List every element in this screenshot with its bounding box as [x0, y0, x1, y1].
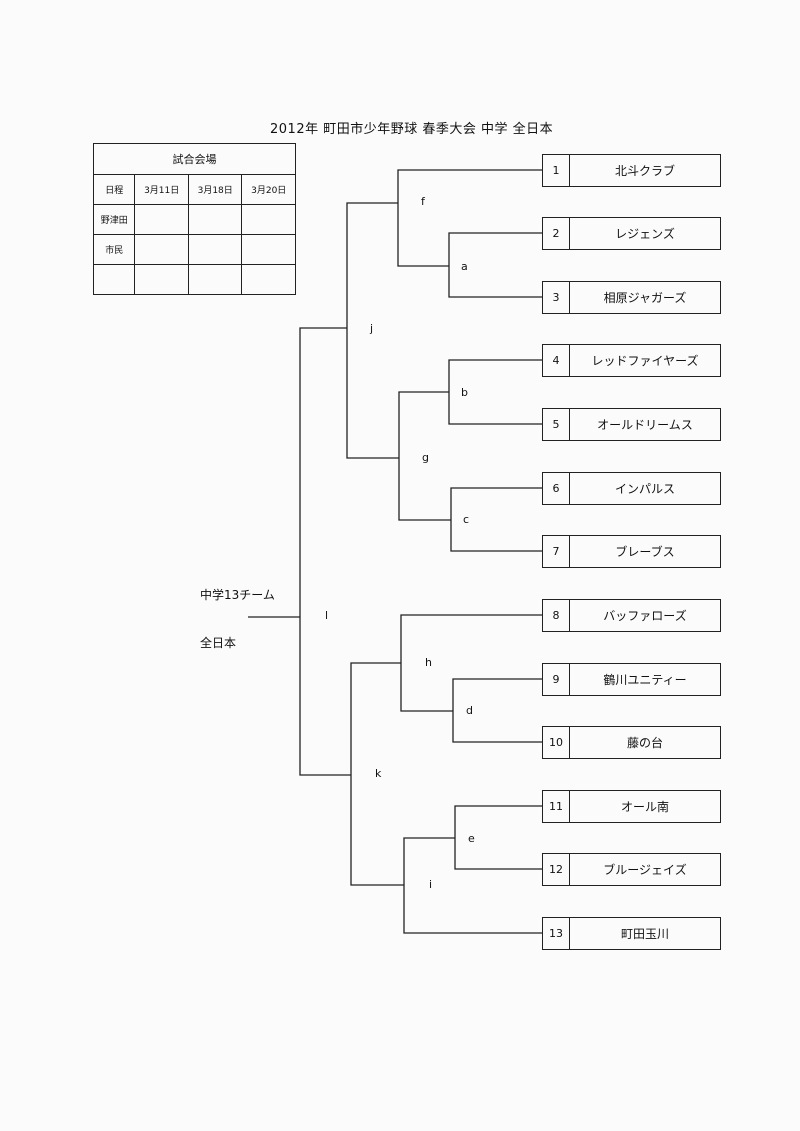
venue-table: 試合会場 日程 3月11日 3月18日 3月20日 野津田 市民 — [92, 143, 296, 295]
team-number: 6 — [543, 473, 570, 504]
team-number: 7 — [543, 536, 570, 567]
division-label: 中学13チーム — [200, 588, 275, 602]
venue-cell — [241, 234, 296, 265]
match-label-k: k — [375, 767, 382, 780]
team-number: 5 — [543, 409, 570, 440]
match-label-d: d — [466, 704, 473, 717]
bracket-line-j — [346, 202, 399, 459]
venue-cell — [187, 264, 243, 295]
team-entry: 1 北斗クラブ — [542, 154, 721, 187]
team-entry: 8 バッファローズ — [542, 599, 721, 632]
team-entry: 10 藤の台 — [542, 726, 721, 759]
tournament-label: 全日本 — [200, 636, 237, 650]
venue-table-heading: 試合会場 — [93, 143, 296, 175]
team-name: 藤の台 — [626, 736, 663, 750]
team-number: 4 — [543, 345, 570, 376]
team-name: ブルージェイズ — [603, 863, 687, 877]
team-entry: 12 ブルージェイズ — [542, 853, 721, 886]
venue-cell — [241, 264, 296, 295]
team-entry: 6 インパルス — [542, 472, 721, 505]
venue-cell — [134, 204, 189, 235]
team-name: ブレーブス — [615, 545, 675, 559]
team-number: 12 — [543, 854, 570, 885]
team-entry: 4 レッドファイヤーズ — [542, 344, 721, 377]
team-number: 11 — [543, 791, 570, 822]
team-entry: 9 鶴川ユニティー — [542, 663, 721, 696]
document-title: 2012年 町田市少年野球 春季大会 中学 全日本 — [270, 122, 554, 137]
team-name: オール南 — [620, 800, 669, 814]
bracket-line-h — [400, 614, 542, 712]
match-label-a: a — [461, 260, 468, 273]
team-number: 13 — [543, 918, 570, 949]
team-name: インパルス — [614, 482, 675, 496]
team-entry: 13 町田玉川 — [542, 917, 721, 950]
venue-row: 野津田 — [92, 204, 296, 235]
bracket-line-f — [397, 169, 542, 267]
bracket-line-a — [448, 232, 542, 298]
bracket-line-c — [450, 487, 542, 552]
bracket-line-l — [299, 327, 351, 776]
venue-row — [92, 264, 296, 295]
match-label-i: i — [429, 878, 433, 891]
team-number: 3 — [543, 282, 570, 313]
bracket-line-g — [398, 391, 451, 521]
team-number: 8 — [543, 600, 570, 631]
team-entry: 7 ブレーブス — [542, 535, 721, 568]
team-name: レジェンズ — [615, 227, 675, 241]
venue-header-row: 日程 3月11日 3月18日 3月20日 — [92, 174, 296, 205]
team-entry: 5 オールドリームス — [542, 408, 721, 441]
match-label-h: h — [425, 656, 432, 669]
match-label-c: c — [463, 513, 470, 526]
venue-cell — [92, 264, 136, 295]
team-name: レッドファイヤーズ — [591, 354, 699, 368]
match-label-l: l — [325, 609, 329, 622]
venue-cell — [187, 204, 243, 235]
match-label-j: j — [370, 322, 374, 335]
venue-cell — [134, 264, 189, 295]
team-number: 10 — [543, 727, 570, 758]
team-number: 1 — [543, 155, 570, 186]
team-entry: 2 レジェンズ — [542, 217, 721, 250]
team-name: 相原ジャガーズ — [603, 291, 687, 305]
team-name: バッファローズ — [603, 609, 687, 623]
venue-cell — [241, 204, 296, 235]
match-label-b: b — [461, 386, 468, 399]
venue-name-cell: 野津田 — [92, 204, 136, 235]
team-entry: 3 相原ジャガーズ — [542, 281, 721, 314]
bracket-line-d — [452, 678, 542, 743]
team-name: 北斗クラブ — [614, 164, 675, 178]
header-cell: 3月20日 — [241, 174, 296, 205]
match-label-g: g — [422, 451, 429, 464]
bracket-line-k — [350, 662, 404, 886]
team-name: オールドリームス — [597, 418, 693, 432]
team-entry: 11 オール南 — [542, 790, 721, 823]
match-label-e: e — [468, 832, 475, 845]
team-name: 町田玉川 — [620, 927, 669, 941]
team-number: 2 — [543, 218, 570, 249]
team-name: 鶴川ユニティー — [603, 673, 687, 687]
match-label-f: f — [421, 195, 425, 208]
team-number: 9 — [543, 664, 570, 695]
bracket-line-i — [403, 837, 542, 934]
